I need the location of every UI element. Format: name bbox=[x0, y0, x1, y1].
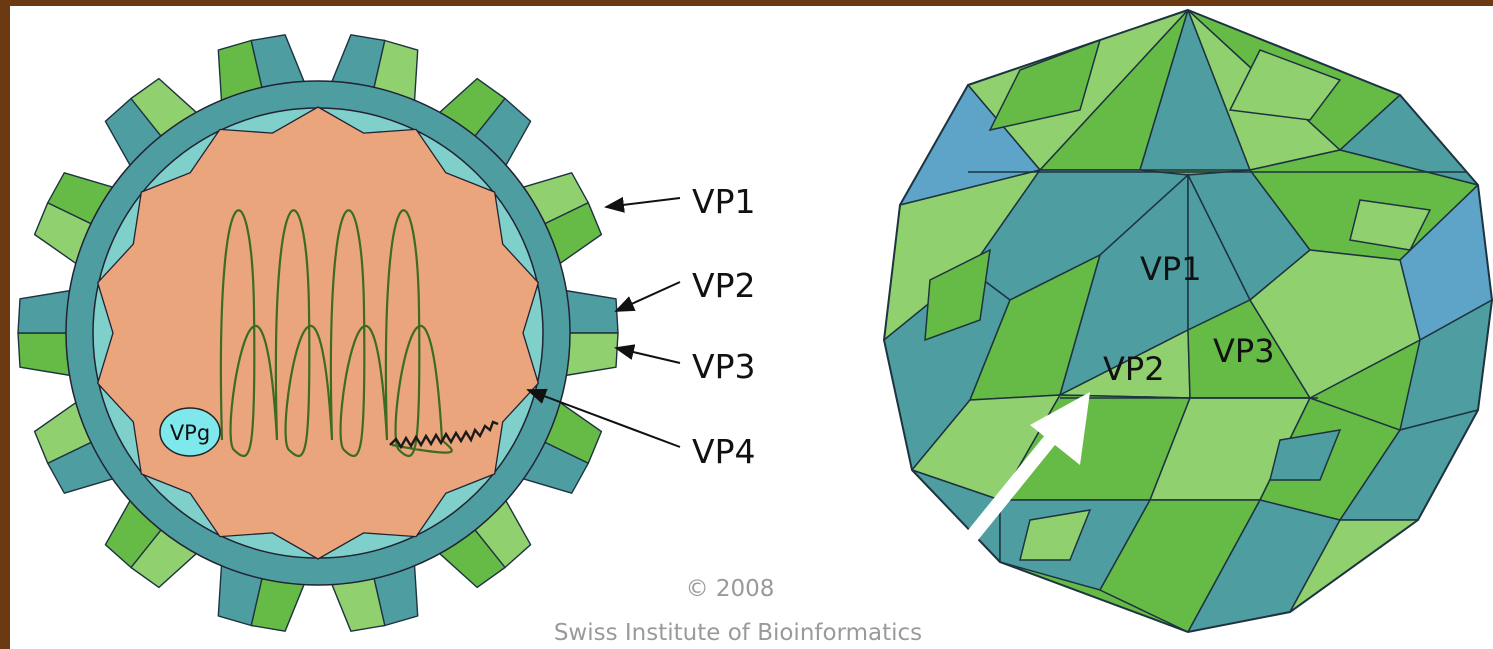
capsid-facets bbox=[884, 10, 1492, 632]
surface-vp2-label: VP2 bbox=[1103, 350, 1165, 388]
vp4-pointer-arrow bbox=[526, 388, 681, 448]
credit-institution: Swiss Institute of Bioinformatics bbox=[554, 620, 922, 646]
vpg-oval bbox=[159, 407, 221, 457]
vpg-label: VPg bbox=[170, 421, 210, 445]
credit-year: © 2008 bbox=[686, 576, 775, 602]
rna-tail bbox=[389, 420, 499, 450]
rna-genome-coil bbox=[219, 209, 453, 458]
vp2-pointer-arrow bbox=[614, 281, 681, 312]
credit-notice: © 2008 Swiss Institute of Bioinformatics bbox=[554, 576, 922, 646]
surface-vp3-label: VP3 bbox=[1213, 332, 1275, 370]
capsid-cross-section: VPg VP1 VP2 VP3 VP4 bbox=[17, 34, 755, 632]
capsid-surface-view: VP1 VP2 VP3 bbox=[882, 8, 1493, 634]
surface-vp1-label: VP1 bbox=[1140, 250, 1202, 288]
vp2-label: VP2 bbox=[692, 266, 755, 305]
vp1-label: VP1 bbox=[692, 182, 755, 221]
capsid-outline-stroke bbox=[882, 8, 1493, 634]
vp4-label: VP4 bbox=[692, 432, 755, 471]
vp3-label: VP3 bbox=[692, 347, 755, 386]
vp3-pointer-arrow bbox=[614, 344, 681, 364]
white-pointer-arrow bbox=[959, 392, 1090, 550]
vp1-pointer-arrow bbox=[604, 196, 681, 213]
vpg-protein: VPg bbox=[159, 407, 221, 457]
